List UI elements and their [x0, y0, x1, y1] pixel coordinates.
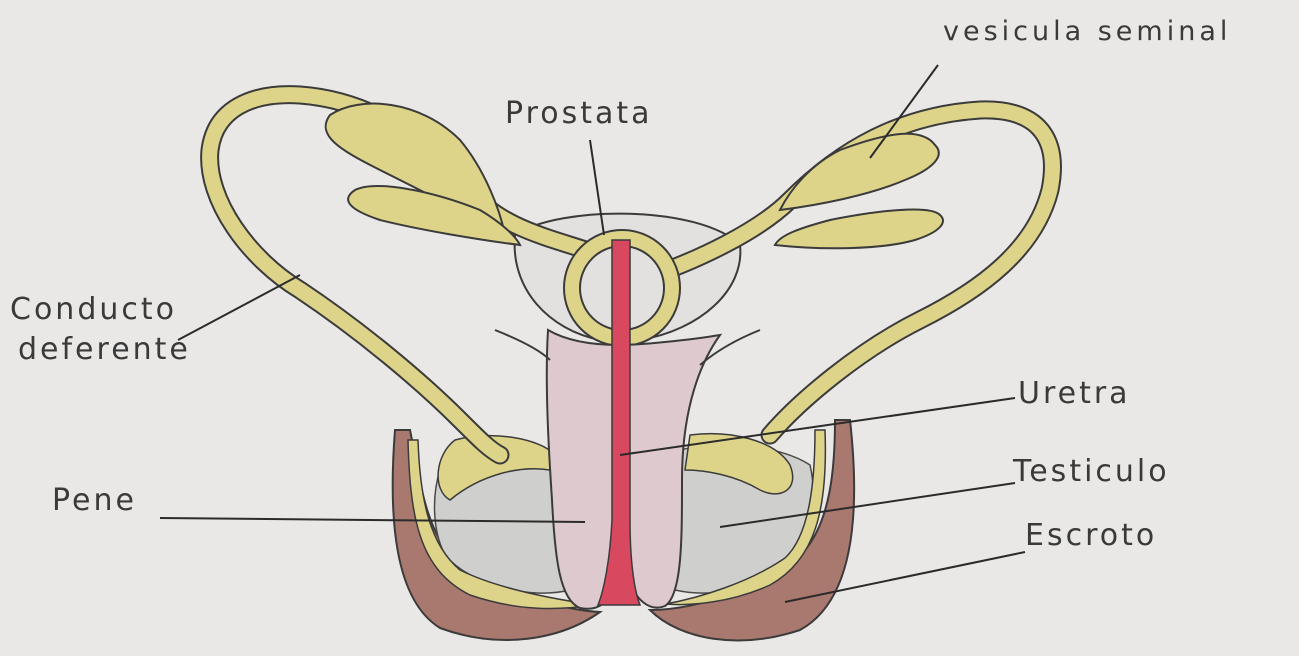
- seminal-vesicle-right-lower: [775, 210, 943, 249]
- label-testiculo: Testiculo: [1013, 456, 1170, 488]
- label-pene: Pene: [52, 485, 137, 517]
- seminal-vesicle-right-upper: [780, 134, 939, 210]
- pelvic-line-left: [495, 330, 550, 360]
- label-vesicula-seminal: vesicula seminal: [943, 18, 1231, 46]
- label-deferente: deferente: [18, 334, 191, 366]
- label-conducto: Conducto: [10, 294, 177, 326]
- label-prostata: Prostata: [505, 98, 653, 130]
- leader-conducto: [178, 275, 300, 340]
- label-uretra: Uretra: [1018, 378, 1131, 410]
- label-escroto: Escroto: [1025, 520, 1157, 552]
